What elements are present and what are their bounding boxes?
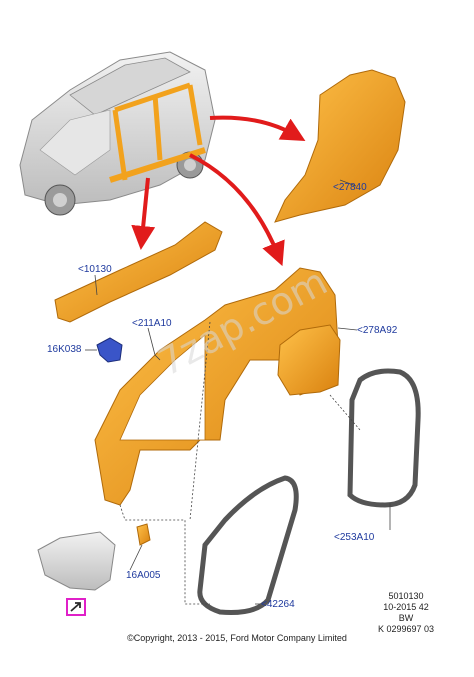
callout-10130[interactable]: <10130 bbox=[78, 264, 112, 275]
leader-lines bbox=[85, 179, 391, 605]
clip-16A005[interactable] bbox=[136, 523, 151, 546]
vehicle-illustration bbox=[19, 51, 216, 216]
callout-16K038[interactable]: 16K038 bbox=[47, 344, 82, 355]
external-link-icon[interactable] bbox=[66, 598, 86, 616]
callout-42264[interactable]: <42264 bbox=[261, 599, 295, 610]
callout-27840[interactable]: <27840 bbox=[333, 182, 367, 193]
rear-quarter-panel-27840[interactable] bbox=[274, 69, 406, 223]
callout-253A10[interactable]: <253A10 bbox=[334, 532, 375, 543]
reference-line-3: BW bbox=[398, 613, 414, 623]
copyright-notice: ©Copyright, 2013 - 2015, Ford Motor Comp… bbox=[127, 633, 347, 643]
callout-211A10[interactable]: <211A10 bbox=[132, 318, 172, 329]
weatherstrip-253A10[interactable] bbox=[347, 368, 421, 508]
weatherstrip-42264[interactable] bbox=[197, 475, 299, 615]
sill-panel-10130[interactable] bbox=[54, 221, 223, 323]
pointer-arrows bbox=[131, 115, 306, 267]
callout-278A92[interactable]: <278A92 bbox=[357, 325, 398, 336]
bracket-16K038[interactable] bbox=[96, 337, 123, 363]
reference-block: 5010130 10-2015 42 BW K 0299697 03 bbox=[366, 591, 446, 635]
front-fender[interactable] bbox=[37, 531, 116, 591]
rear-door-frame-278A92[interactable] bbox=[277, 324, 341, 396]
reference-line-1: 5010130 bbox=[388, 591, 424, 601]
reference-line-2: 10-2015 42 bbox=[383, 602, 429, 612]
reference-line-4: K 0299697 03 bbox=[377, 624, 435, 634]
callout-16A005[interactable]: 16A005 bbox=[126, 570, 161, 581]
